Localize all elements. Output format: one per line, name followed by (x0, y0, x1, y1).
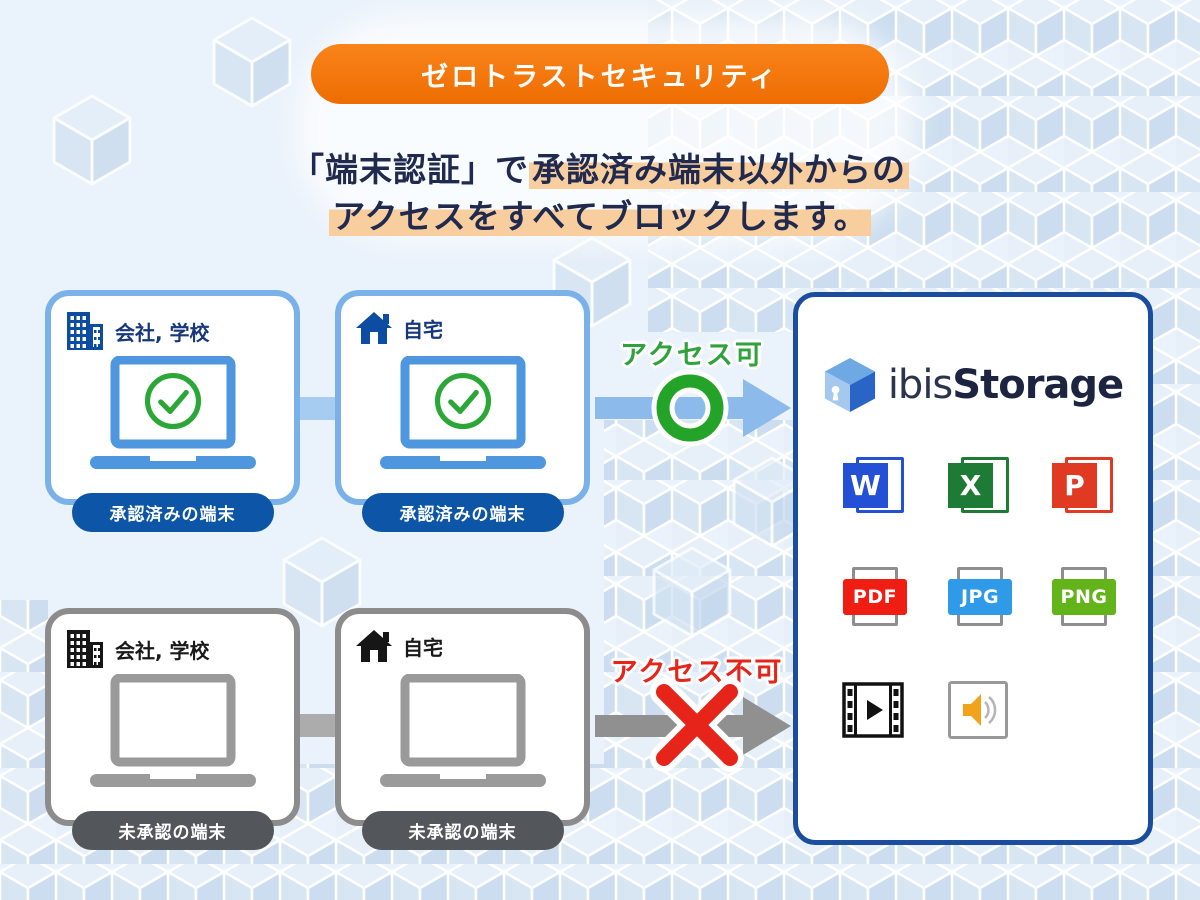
laptop-icon (88, 674, 258, 790)
laptop-icon (378, 674, 548, 790)
file-icon-jpg: JPG (948, 567, 1012, 627)
zero-trust-badge: ゼロトラストセキュリティ (311, 44, 889, 104)
doc-letter: P (1052, 463, 1097, 508)
home-icon (356, 630, 392, 662)
access-allowed-label: アクセス可 (620, 340, 764, 371)
brand-name: ibisStorage (887, 362, 1124, 408)
circle-ok-icon (651, 369, 729, 447)
title-highlight-text-2: アクセスをすべてブロックします。 (329, 197, 871, 236)
access-arrow-approved (595, 379, 791, 437)
cross-ng-icon (650, 678, 744, 772)
status-badge-approved: 承認済みの端末 (361, 493, 564, 532)
speaker-icon (948, 681, 1008, 739)
check-circle-icon (140, 368, 206, 434)
status-badge-approved: 承認済みの端末 (71, 493, 274, 532)
approved-device-card-home: 自宅 承認済みの端末 (335, 290, 590, 532)
check-circle-icon (430, 368, 496, 434)
file-icon-powerpoint: P (1052, 457, 1116, 514)
zero-trust-badge-label: ゼロトラストセキュリティ (421, 61, 779, 93)
page-title-line1: 「端末認証」で承認済み端末以外からの (0, 146, 1200, 193)
location-label: 会社, 学校 (115, 638, 210, 663)
card-head: 自宅 (355, 629, 443, 663)
doc-letter: W (843, 463, 888, 508)
blocked-device-card-office: 会社, 学校 未承認の端末 (45, 608, 300, 850)
building-icon (65, 311, 103, 351)
home-icon (356, 312, 392, 344)
excel-letter: X (959, 469, 982, 502)
page-title-line2: アクセスをすべてブロックします。 (0, 193, 1200, 240)
title-highlight-text-1: 承認済み端末以外からの (529, 150, 909, 189)
doc-letter: X (948, 463, 993, 508)
access-denied-label: アクセス不可 (610, 657, 784, 688)
powerpoint-letter: P (1064, 469, 1085, 502)
file-icon-excel: X (948, 457, 1012, 514)
card-head: 会社, 学校 (65, 311, 210, 351)
word-letter: W (850, 469, 881, 502)
brand-storage: Storage (952, 362, 1124, 408)
file-icon-png: PNG (1052, 567, 1116, 627)
blocked-cards-connector (297, 714, 339, 737)
title-plain-text: 「端末認証」で (291, 150, 529, 189)
ibis-storage-logo: ibisStorage (798, 355, 1148, 415)
pdf-label: PDF (852, 586, 898, 608)
file-icon-word: W (843, 457, 907, 514)
card-head: 会社, 学校 (65, 629, 210, 669)
status-badge-blocked: 未承認の端末 (71, 811, 274, 850)
ribbon-label: JPG (948, 579, 1012, 615)
approved-cards-connector (297, 397, 339, 420)
png-label: PNG (1060, 586, 1108, 608)
location-label: 自宅 (403, 317, 443, 342)
file-icon-pdf: PDF (843, 567, 907, 627)
card-head: 自宅 (355, 311, 443, 345)
page-title: 「端末認証」で承認済み端末以外からの アクセスをすべてブロックします。 (0, 146, 1200, 240)
building-icon (65, 629, 103, 669)
location-label: 会社, 学校 (115, 320, 210, 345)
film-icon (842, 682, 904, 738)
ibis-storage-card: ibisStorage W X P PDF JPG PNG (793, 292, 1153, 845)
jpg-label: JPG (960, 586, 1000, 608)
ribbon-label: PNG (1052, 579, 1116, 615)
status-badge-blocked: 未承認の端末 (361, 811, 564, 850)
brand-ibis: ibis (887, 362, 953, 408)
blocked-device-card-home: 自宅 未承認の端末 (335, 608, 590, 850)
approved-device-card-office: 会社, 学校 承認済みの端末 (45, 290, 300, 532)
location-label: 自宅 (403, 635, 443, 660)
ibis-storage-cube-icon (824, 358, 875, 412)
ribbon-label: PDF (843, 579, 907, 615)
